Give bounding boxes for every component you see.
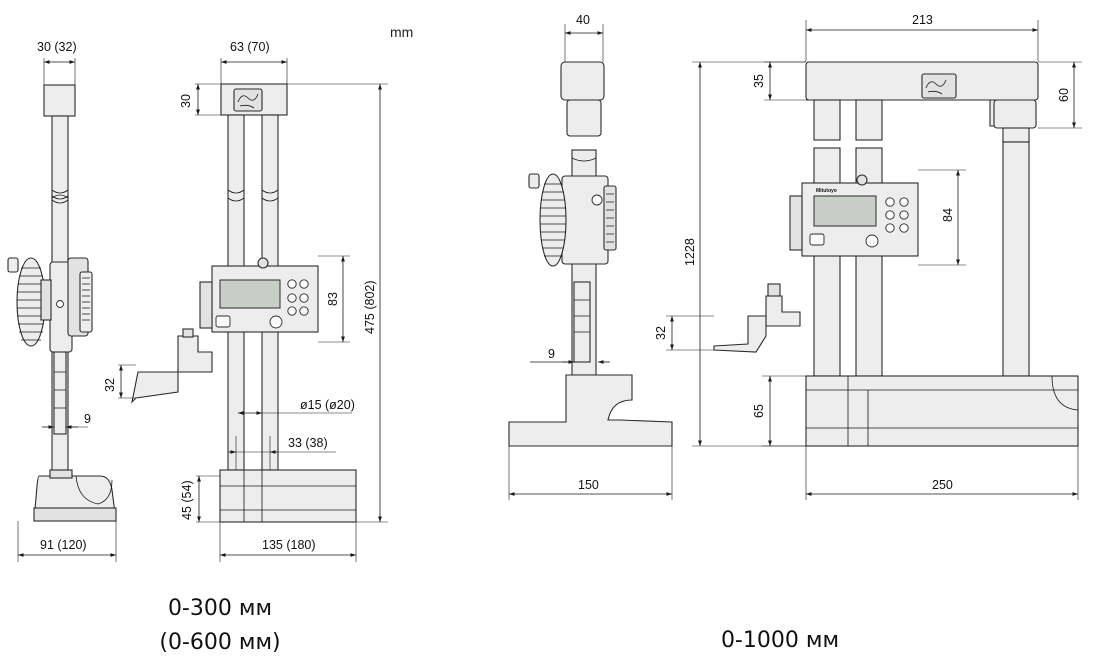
dim-label-m2-base-length: 250 [932, 478, 953, 492]
m2-column-left [813, 147, 841, 377]
dim-label-head-width: 63 (70) [230, 40, 270, 54]
button-3 [287, 293, 297, 303]
button-6 [299, 306, 309, 316]
origin-button [215, 315, 231, 328]
dim-label-head-height: 30 [179, 94, 193, 108]
side-knob [7, 257, 19, 273]
m2-button-2 [899, 197, 909, 207]
m2-button-4 [899, 210, 909, 220]
button-5 [287, 306, 297, 316]
m2-lcd-display [813, 195, 877, 227]
scriber-clamp [177, 335, 213, 373]
m2-scriber-knob [767, 283, 781, 297]
dim-label-m2-base-width: 150 [578, 478, 599, 492]
side-base-cap [49, 469, 73, 479]
m2-button-3 [885, 210, 895, 220]
m2-column-right-cap [1002, 127, 1030, 143]
m2-column-right [1002, 141, 1030, 377]
m2-knob [528, 173, 540, 189]
dim-label-m2-display-height: 84 [941, 208, 955, 222]
side-base-bottom [33, 507, 117, 522]
m2-scriber-clamp [765, 295, 801, 327]
dim-label-m2-scriber-height: 32 [654, 326, 668, 340]
scriber-tip [131, 371, 179, 404]
m2-bracket [789, 195, 803, 251]
side-wheel-shaft [40, 279, 52, 321]
scriber-bracket [199, 281, 213, 329]
m2-scriber-tip [713, 315, 767, 353]
scriber-knob [182, 328, 194, 338]
dim-label-base-length: 135 (180) [262, 538, 316, 552]
dim-label-scriber-height: 32 [103, 378, 117, 392]
m2-lock-clamp [856, 174, 868, 186]
model1-front-view: 63 (70) 30 475 (802) 83 ø15 (ø20) 33 (38… [103, 40, 388, 562]
dim-label-m2-top-width: 40 [576, 13, 590, 27]
lock-clamp [257, 257, 269, 269]
m2-fine-adjust-wheel [539, 173, 567, 267]
dim-label-total-height: 475 (802) [363, 280, 377, 334]
m2-side-base [508, 374, 673, 447]
m2-button-5 [885, 223, 895, 233]
m2-side-slider [561, 175, 609, 265]
m2-origin-button [809, 233, 825, 246]
caption-model1-range: 0-300 мм [167, 596, 273, 621]
m2-lock-screw [591, 194, 603, 206]
dim-label-m2-head-height: 60 [1057, 88, 1071, 102]
brand-logo-box [233, 88, 263, 112]
dim-label-side-thickness: 9 [84, 412, 91, 426]
dim-label-side-top-width: 30 (32) [37, 40, 77, 54]
dim-label-base-height: 45 (54) [180, 480, 194, 520]
m2-beam-right-end [993, 99, 1037, 129]
m2-scriber-holder [573, 281, 591, 363]
model2-side-view: 40 9 150 [508, 13, 673, 500]
m2-button-1 [885, 197, 895, 207]
button-4 [299, 293, 309, 303]
power-button [269, 315, 283, 329]
dim-label-m2-base-height: 65 [752, 404, 766, 418]
m2-button-6 [899, 223, 909, 233]
model1-side-view: 30 (32) 91 (120) 9 [7, 40, 117, 562]
caption-model1-range-alt: (0-600 мм) [159, 630, 281, 655]
m2-column-left-upper [813, 99, 841, 141]
dim-label-m2-total-height: 1228 [683, 238, 697, 266]
side-lock-screw [56, 300, 64, 308]
m2-brand-text: Mitutoyo [816, 188, 837, 194]
dim-label-m2-width: 213 [912, 13, 933, 27]
m2-base [805, 375, 1079, 447]
button-1 [287, 279, 297, 289]
side-column-break [51, 189, 69, 204]
dim-label-column-pitch: 33 (38) [288, 436, 328, 450]
model2-front-view: Mitutoyo 213 35 60 84 1228 32 [654, 13, 1082, 500]
dim-label-m2-thickness: 9 [548, 347, 555, 361]
units-label: mm [390, 24, 413, 40]
m2-power-button [865, 234, 879, 248]
m2-column-mid-upper [855, 99, 883, 141]
side-top-cap [43, 84, 76, 117]
button-2 [299, 279, 309, 289]
dim-label-display-height: 83 [326, 292, 340, 306]
lcd-display [219, 279, 281, 309]
side-scriber-holder [53, 351, 67, 435]
dim-label-m2-top-offset: 35 [752, 74, 766, 88]
dim-label-column-diameter: ø15 (ø20) [300, 398, 355, 412]
m2-side-top-cap [560, 61, 605, 101]
caption-model2-range: 0-1000 мм [720, 628, 840, 653]
front-base [219, 469, 357, 523]
m2-side-top-lower [566, 99, 602, 137]
dim-label-side-base-width: 91 (120) [40, 538, 87, 552]
